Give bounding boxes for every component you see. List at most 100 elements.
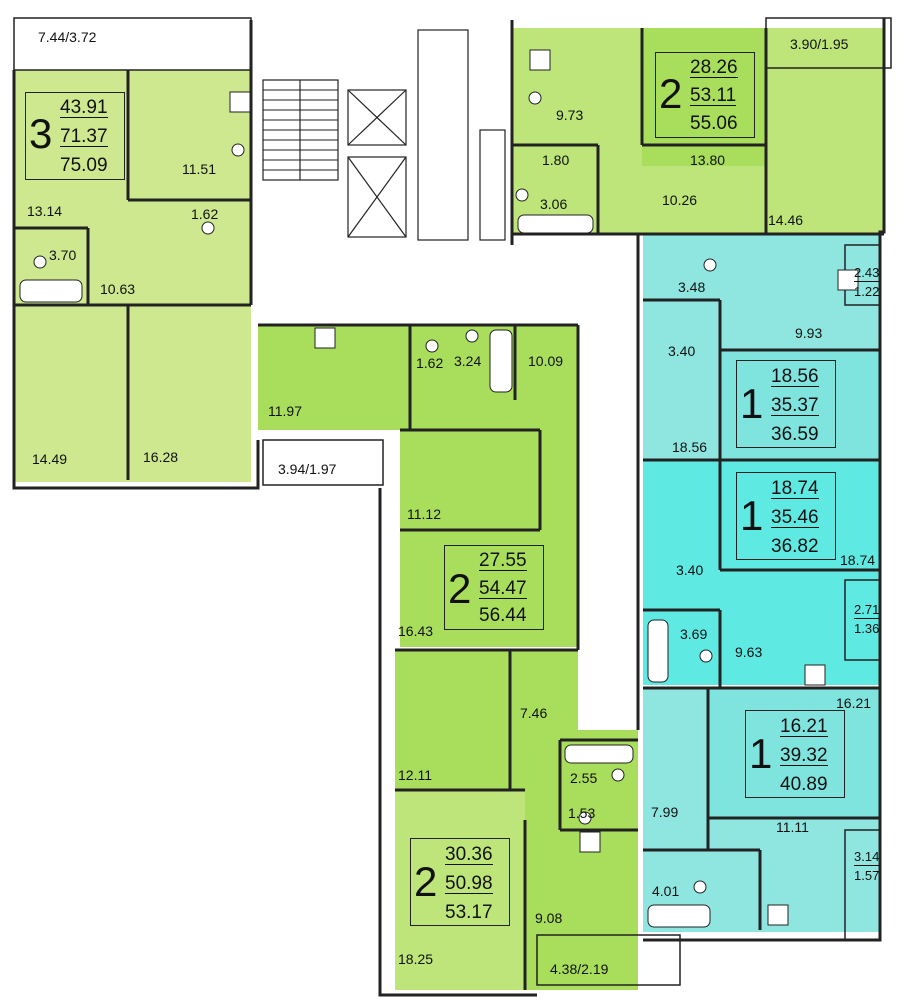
apartment-a2-summary[interactable]: 2 28.26 53.11 55.06 (655, 52, 755, 138)
fixtures (19, 91, 717, 928)
balcony-b1-area: 7.44 (38, 29, 66, 45)
balcony-b6-label: 3.14 1.57 (854, 849, 880, 882)
balcony-b4-outline (262, 439, 384, 486)
stove-icon (767, 904, 789, 926)
stair-core-details (262, 29, 506, 241)
apt-a1-fill (14, 70, 251, 482)
balcony-b5-area-half: 1.36 (854, 621, 880, 636)
balcony-b4-area-half: 1.97 (309, 461, 337, 477)
apt-a4-fill-2 (400, 430, 578, 647)
balcony-b3-label: 2.43 1.22 (854, 266, 880, 299)
balcony-b6-area: 3.14 (854, 849, 880, 866)
room-area-label: 10.63 (100, 281, 136, 297)
living-area: 16.21 (780, 716, 828, 737)
shaft (417, 29, 469, 241)
outer-wall-south-wing (378, 488, 537, 997)
room-count: 2 (659, 70, 683, 117)
room-area-label: 10.09 (528, 353, 564, 369)
toilet-icon (703, 258, 717, 272)
toilet-icon (201, 221, 215, 235)
apartment-a7-summary[interactable]: 2 30.36 50.98 53.17 (410, 838, 510, 926)
stoves (229, 49, 859, 926)
room-area-label: 3.70 (49, 247, 77, 263)
room-area-label: 4.01 (652, 883, 680, 899)
elevator-2-x2 (347, 156, 407, 238)
total-area: 50.98 (445, 873, 493, 894)
room-area-label: 3.24 (454, 353, 482, 369)
balcony-b7-area-half: 2.19 (581, 961, 609, 977)
outer-wall-east (643, 18, 886, 942)
living-area: 18.74 (771, 478, 819, 499)
total-area-with-balcony: 40.89 (780, 774, 828, 795)
apartment-a1-summary[interactable]: 3 43.91 71.37 75.09 (25, 92, 125, 180)
stove-icon (229, 91, 251, 113)
room-area-label: 16.28 (143, 449, 179, 465)
room-count: 1 (749, 730, 773, 777)
room-area-label: 18.74 (840, 552, 876, 568)
apt-a5-fill (643, 460, 880, 685)
room-count: 1 (740, 380, 764, 427)
sink-icon (425, 339, 439, 353)
toilet-icon (33, 255, 47, 269)
room-area-label: 1.62 (416, 355, 444, 371)
room-area-label: 1.80 (542, 152, 570, 168)
room-count: 3 (29, 110, 53, 157)
apt-a2-room-fill (642, 28, 766, 166)
living-area: 43.91 (60, 97, 108, 118)
total-area-with-balcony: 55.06 (690, 113, 738, 134)
room-area-label: 10.26 (662, 192, 698, 208)
elevator-1-x2 (347, 89, 407, 146)
apartment-a3-summary[interactable]: 1 18.56 35.37 36.59 (736, 360, 836, 448)
apartment-a6-summary[interactable]: 1 16.21 39.32 40.89 (745, 710, 845, 798)
bathtub-icon (564, 744, 634, 764)
total-area-with-balcony: 36.59 (771, 424, 819, 445)
room-area-label: 11.11 (776, 819, 809, 835)
room-area-label: 11.12 (407, 506, 441, 522)
total-area: 35.37 (771, 395, 819, 416)
total-area-with-balcony: 75.09 (60, 155, 108, 176)
apartment-a4-summary[interactable]: 2 27.55 54.47 56.44 (444, 545, 544, 630)
stove-icon (314, 327, 336, 349)
room-area-label: 11.97 (268, 403, 302, 419)
bathtub-icon (517, 214, 594, 234)
room-area-label: 3.48 (678, 279, 706, 295)
balcony-b2-area-half: 1.95 (821, 36, 849, 52)
slash-separator: / (65, 29, 70, 45)
apartment-a5-summary[interactable]: 1 18.74 35.46 36.82 (736, 472, 836, 560)
room-area-label: 12.11 (398, 767, 432, 783)
bathtub-icon (647, 619, 669, 683)
room-area-label: 3.40 (668, 343, 696, 359)
balcony-b3-area-half: 1.22 (854, 284, 880, 299)
sink-icon (231, 143, 245, 157)
total-area: 53.11 (690, 85, 737, 106)
room-area-label: 13.14 (27, 203, 63, 219)
balcony-b4-label: 3.94/1.97 (278, 462, 336, 476)
room-area-label: 9.08 (535, 910, 563, 926)
balcony-b5-label: 2.71 1.36 (854, 602, 880, 636)
balcony-b1-area-half: 3.72 (69, 29, 97, 45)
balcony-b5-area: 2.71 (854, 602, 880, 619)
slash-separator: / (577, 961, 582, 977)
toilet-icon (528, 91, 542, 105)
room-area-label: 9.93 (795, 325, 823, 341)
room-area-label: 16.21 (836, 695, 872, 711)
total-area: 54.47 (479, 578, 527, 599)
stove-icon (837, 269, 859, 291)
sink-icon (465, 329, 479, 343)
room-area-label: 3.40 (676, 562, 704, 578)
apt-a3-room-fill (720, 350, 880, 460)
stove-icon (579, 831, 601, 853)
stove-icon (804, 664, 826, 686)
apt-a7-lower-fill (395, 790, 525, 990)
room-area-label: 3.69 (680, 626, 708, 642)
balcony-b2-label: 3.90/1.95 (790, 37, 848, 51)
room-area-label: 13.80 (690, 152, 726, 168)
room-area-label: 18.25 (398, 951, 434, 967)
shaft-2 (479, 129, 506, 241)
elevator-1 (347, 89, 407, 146)
slash-separator: / (305, 461, 310, 477)
total-area: 35.46 (771, 507, 819, 528)
sink-icon (611, 768, 625, 782)
stair-core (253, 20, 512, 250)
